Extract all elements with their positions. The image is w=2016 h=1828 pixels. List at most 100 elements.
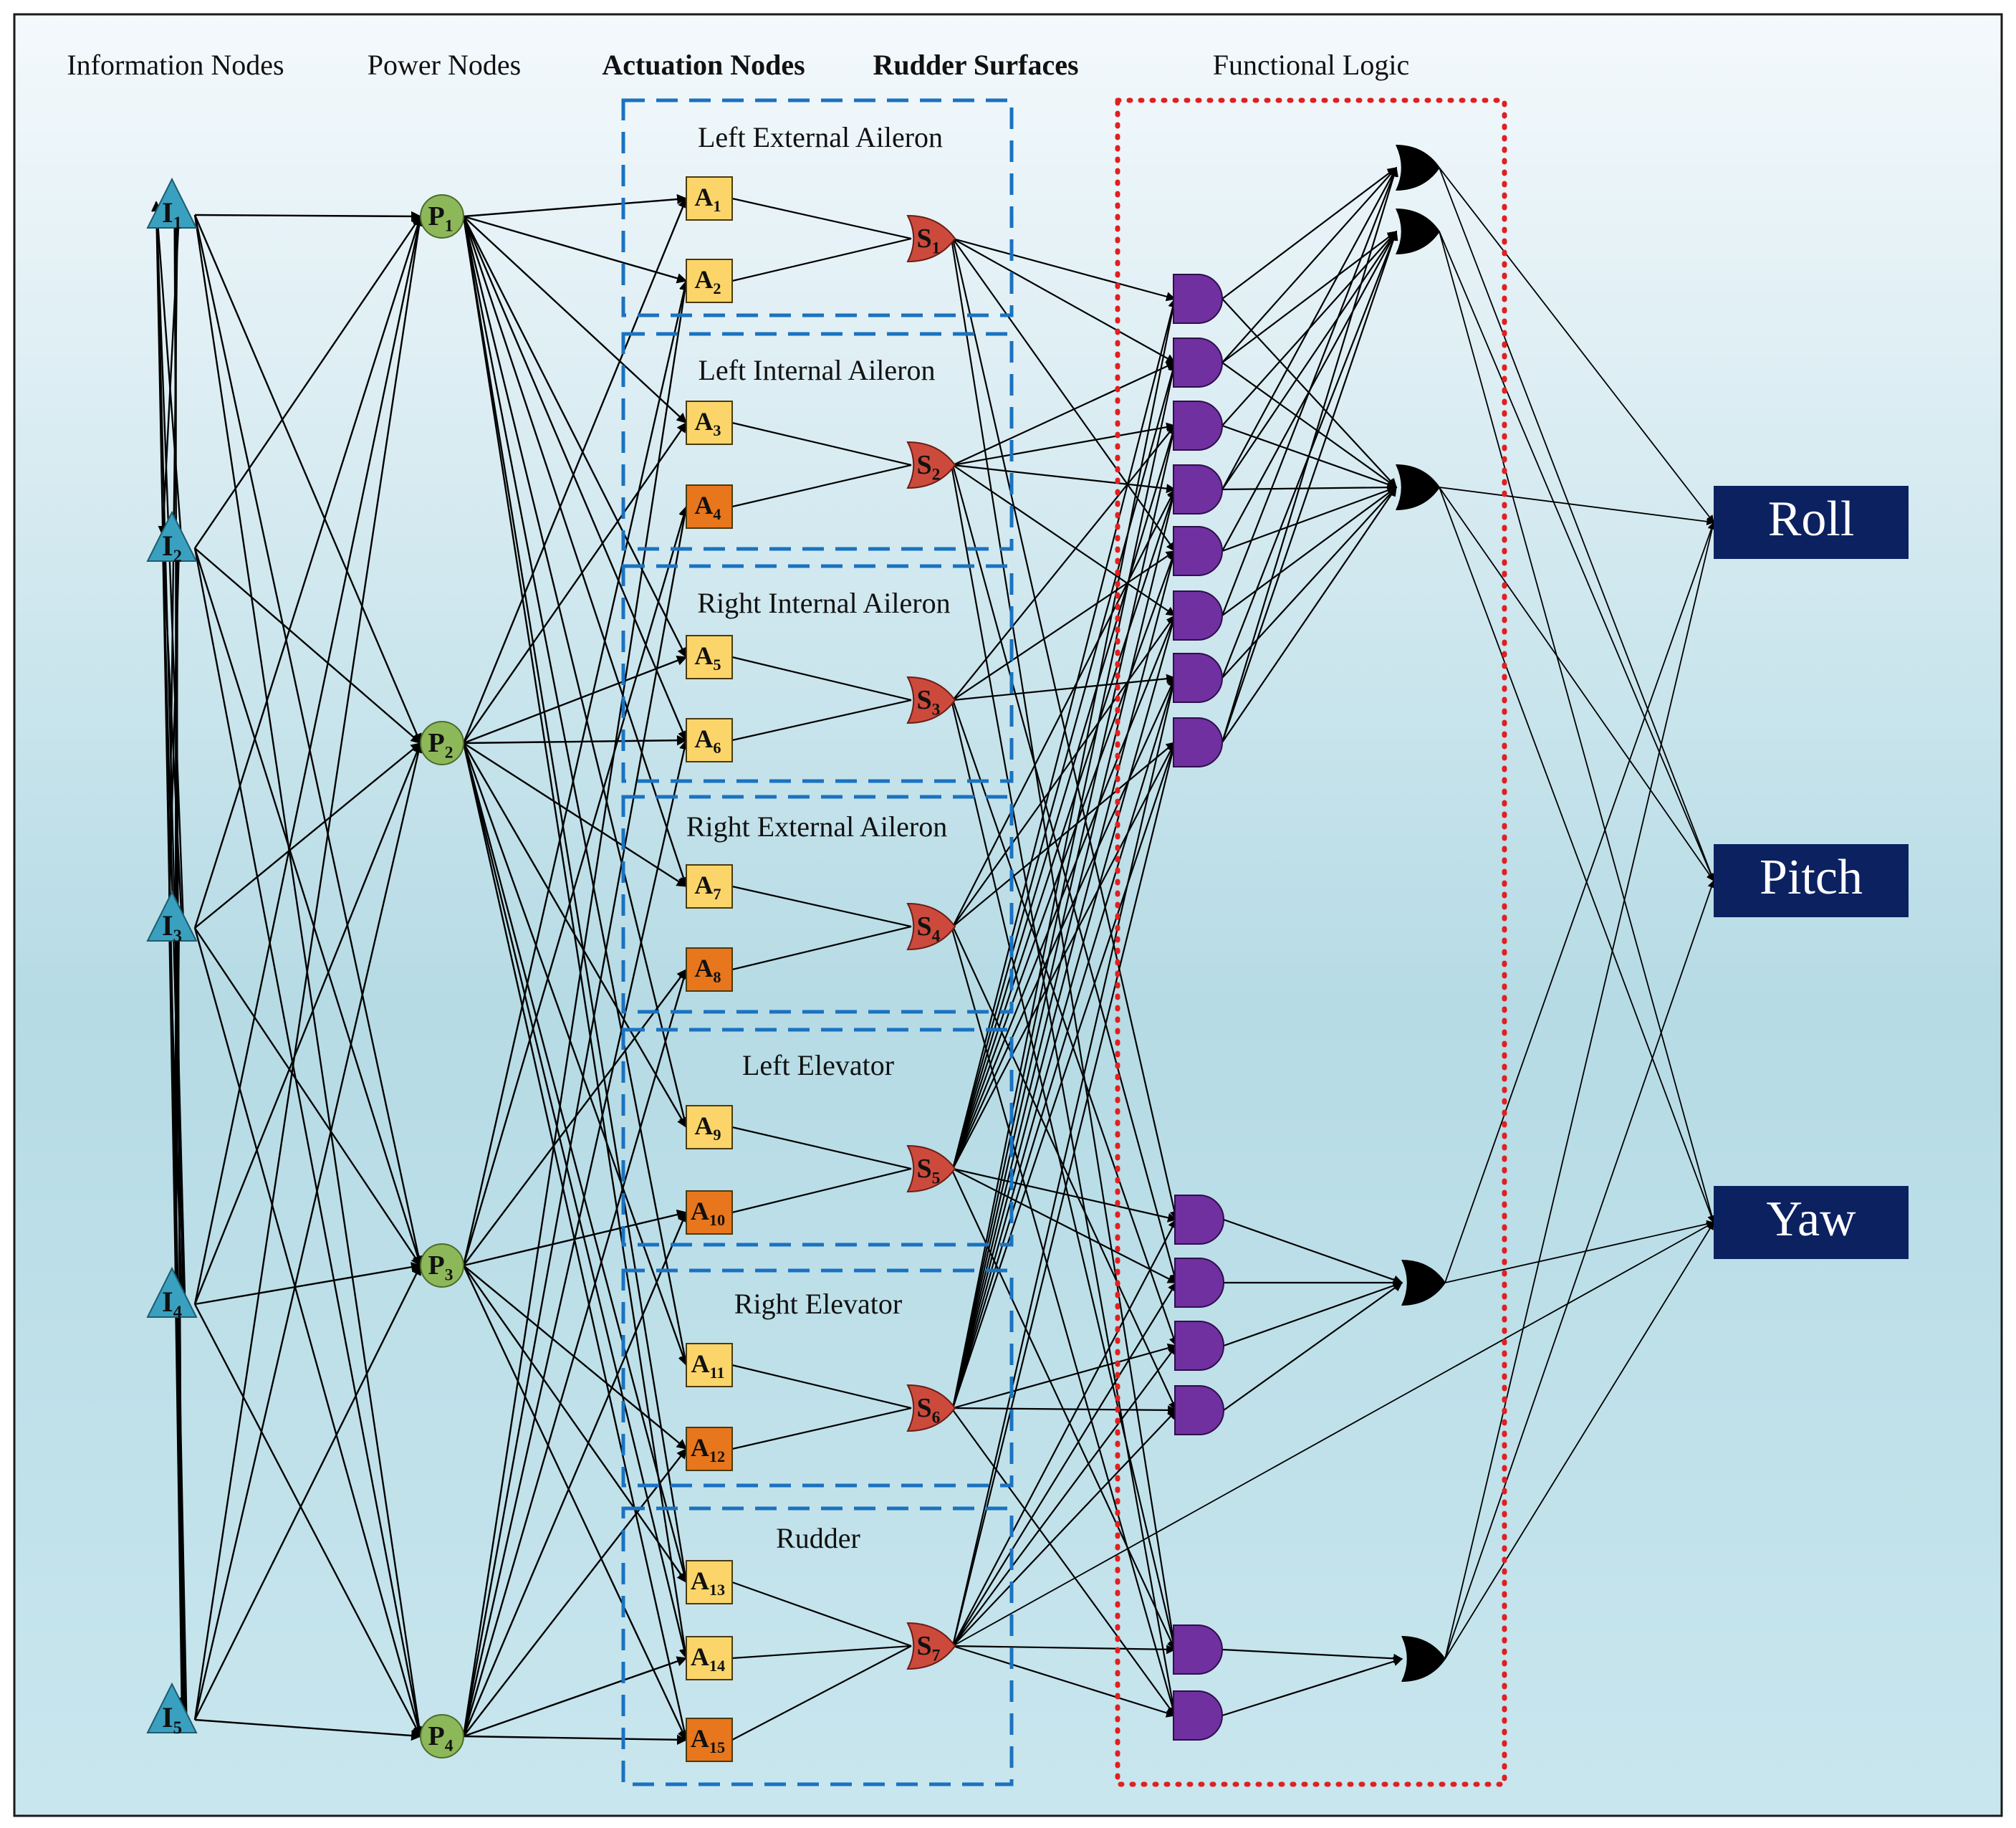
actuation-node-shape (686, 1190, 733, 1235)
output-yaw: Yaw (1714, 1186, 1909, 1259)
actuation-node-shape (686, 1105, 733, 1149)
node-label: I4 (162, 1286, 182, 1322)
header-power-nodes: Power Nodes (368, 49, 521, 81)
edge-line (463, 655, 688, 745)
edge-line (462, 279, 691, 1737)
edge-line (950, 238, 1179, 1651)
edge-line (951, 297, 1179, 1409)
node-label: A15 (691, 1724, 725, 1756)
edge-line (952, 422, 1176, 466)
edge-line (463, 421, 687, 744)
node-label: A11 (691, 1349, 724, 1382)
node-label: A1 (694, 183, 721, 215)
node-label: A3 (694, 407, 721, 439)
edge-line (462, 216, 688, 659)
edge-line (731, 925, 912, 971)
edge-line (193, 214, 424, 1267)
edge-line (151, 201, 185, 929)
information-node-shape (146, 1682, 198, 1733)
actuation-node: A9 (686, 1105, 733, 1149)
and-gate (1173, 338, 1223, 388)
edge-line (951, 614, 1176, 1169)
actuation-node-shape (686, 259, 733, 303)
edge-line (952, 1405, 1178, 1415)
node-label: S5 (917, 1154, 941, 1187)
edge-line (952, 1645, 1176, 1655)
group-box-border (621, 564, 1014, 783)
edge-line (1439, 167, 1714, 523)
edge-line (952, 361, 1176, 466)
output-pitch-box (1714, 844, 1909, 917)
edge-line (1223, 1282, 1403, 1411)
edge-line (463, 1734, 688, 1745)
edge-line (731, 1407, 912, 1450)
edge-line (1444, 1220, 1715, 1283)
edge-line (194, 215, 421, 549)
power-node: P1 (420, 194, 464, 239)
edge-line (1221, 166, 1397, 490)
node-label: A6 (694, 724, 721, 757)
edge-line (950, 699, 1178, 1651)
node-label: S6 (917, 1393, 941, 1427)
edge-line (193, 547, 424, 1738)
edge-line (951, 676, 1176, 1169)
information-node: I4 (146, 1266, 198, 1322)
and-gate (1174, 1321, 1224, 1371)
node-label: S7 (917, 1631, 941, 1665)
edge-line (1221, 230, 1398, 743)
edge-line (952, 614, 1176, 927)
node-label: P2 (428, 728, 453, 762)
and-gate (1173, 526, 1223, 576)
edge-line (731, 1645, 912, 1741)
actuation-node: A2 (686, 259, 733, 303)
node-label: I3 (162, 909, 182, 946)
column-headers: Information Nodes Power Nodes Actuation … (67, 49, 1409, 81)
and-gate (1173, 1690, 1223, 1741)
information-node-shape (146, 890, 198, 942)
edge-line (731, 699, 912, 742)
surface-node-shape (906, 902, 956, 951)
group-label: Rudder (776, 1522, 860, 1554)
actuation-node: A6 (686, 718, 733, 762)
edge-line (731, 421, 912, 466)
actuation-node: A12 (686, 1427, 733, 1471)
edge-line (951, 361, 1178, 1169)
group-box-border (621, 98, 1014, 317)
or-gate (1396, 209, 1440, 254)
and-gate (1173, 590, 1223, 641)
surface-node-shape (906, 1622, 956, 1670)
edge-line (462, 1265, 688, 1741)
power-node-shape (420, 194, 464, 239)
node-label: S2 (917, 450, 941, 484)
edge-line (462, 505, 690, 1737)
edge-line (194, 1718, 422, 1741)
edge-line (194, 211, 422, 222)
edge-line (193, 742, 424, 1721)
edge-line (1221, 167, 1397, 363)
edge-line (952, 1344, 1177, 1647)
and-gate (1174, 1195, 1224, 1245)
group-box-border (621, 332, 1014, 551)
edge-line (951, 676, 1178, 1647)
surface-node: S4 (906, 902, 956, 951)
and-gate (1173, 274, 1223, 324)
edge-line (952, 1281, 1177, 1647)
actuation-node-shape (686, 1636, 733, 1680)
edge-line (193, 214, 425, 1738)
information-node: I2 (146, 510, 198, 566)
header-functional-logic: Functional Logic (1213, 49, 1409, 81)
edge-line (952, 1645, 1176, 1718)
and-gate (1173, 401, 1223, 451)
edge-line (1223, 1281, 1403, 1347)
edge-line (463, 1265, 688, 1450)
power-node-shape (420, 1243, 464, 1288)
output-roll-label: Roll (1768, 492, 1855, 547)
edge-line (462, 197, 688, 744)
surface-node-shape (906, 676, 956, 724)
edge-line (463, 193, 688, 218)
actuation-node: A7 (686, 864, 733, 909)
surface-node: S6 (906, 1384, 956, 1432)
actuation-node-shape (686, 176, 733, 221)
edge-line (731, 1645, 912, 1660)
